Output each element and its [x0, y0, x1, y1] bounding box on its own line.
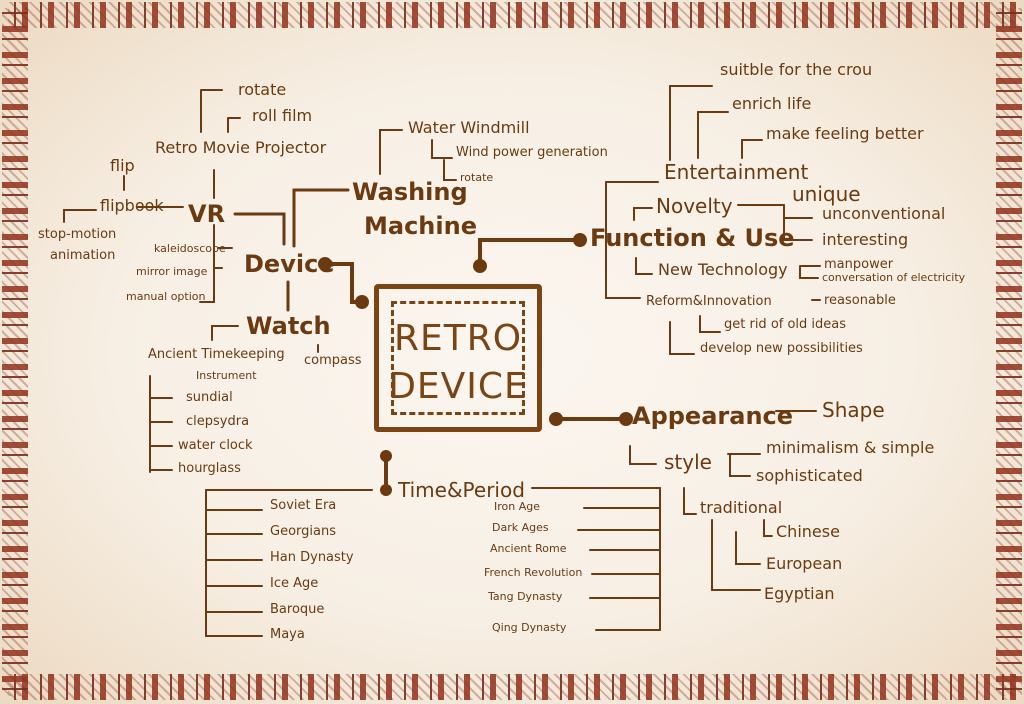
compass-label: compass [304, 353, 362, 368]
ornamental-border-left [2, 8, 28, 696]
wind-power-label: Wind power generation [456, 145, 608, 160]
new-possibilities-label: develop new possibilities [700, 341, 863, 356]
washing-rotate-label: rotate [460, 171, 494, 184]
sophisticated-label: sophisticated [756, 466, 863, 485]
appearance-node: Appearance [632, 402, 794, 430]
period-han-dynasty: Han Dynasty [270, 550, 354, 565]
animation-label: animation [50, 248, 116, 263]
novelty-label: Novelty [656, 194, 733, 218]
minimalism-label: minimalism & simple [766, 438, 935, 457]
period-ice-age: Ice Age [270, 576, 319, 591]
suitble-label: suitble for the crou [720, 60, 873, 79]
period-ancient-rome: Ancient Rome [490, 542, 567, 555]
roll-film-label: roll film [252, 106, 313, 125]
ornamental-border-bottom [8, 674, 1016, 700]
center-title-line2: DEVICE [388, 366, 528, 407]
style-label: style [664, 450, 712, 474]
time-period-node: Time&Period [398, 478, 525, 502]
manual-option-label: manual option [126, 290, 206, 303]
center-title-line1: RETRO [393, 318, 523, 359]
center-dashed-frame [391, 301, 525, 415]
washing-machine-line1: Washing [352, 178, 468, 206]
make-feeling-better-label: make feeling better [766, 124, 924, 143]
new-technology-label: New Technology [658, 260, 788, 279]
period-soviet-era: Soviet Era [270, 498, 337, 513]
washing-machine-line2: Machine [364, 212, 477, 240]
period-tang-dynasty: Tang Dynasty [488, 590, 563, 603]
instrument-label: Instrument [196, 369, 257, 382]
traditional-label: traditional [700, 498, 783, 517]
period-french-revolution: French Revolution [484, 566, 583, 579]
ancient-timekeeping-label: Ancient Timekeeping [148, 347, 285, 362]
flip-label: flip [110, 156, 135, 175]
sundial-label: sundial [186, 390, 233, 405]
european-label: European [766, 554, 843, 573]
unconventional-label: unconventional [822, 204, 946, 223]
device-node: Device [244, 250, 335, 278]
period-georgians: Georgians [270, 524, 336, 539]
water-clock-label: water clock [178, 438, 253, 453]
flipbook-label: flipbook [100, 196, 164, 215]
old-ideas-label: get rid of old ideas [724, 317, 847, 332]
period-baroque: Baroque [270, 602, 325, 617]
reasonable-label: reasonable [824, 293, 896, 308]
ornamental-border-top [8, 2, 1016, 28]
function-use-node: Function & Use [590, 224, 795, 252]
period-qing-dynasty: Qing Dynasty [492, 621, 567, 634]
watch-node: Watch [246, 312, 331, 340]
vr-node: VR [188, 200, 226, 228]
hourglass-label: hourglass [178, 461, 241, 476]
interesting-label: interesting [822, 230, 909, 249]
enrich-life-label: enrich life [732, 94, 812, 113]
water-windmill-label: Water Windmill [408, 118, 530, 137]
ornamental-border-right [996, 8, 1022, 696]
retro-movie-projector-label: Retro Movie Projector [155, 138, 327, 157]
unique-label: unique [792, 182, 861, 206]
stop-motion-label: stop-motion [38, 227, 117, 242]
reform-innovation-label: Reform&Innovation [646, 294, 772, 309]
period-maya: Maya [270, 627, 305, 642]
manpower-label: manpower [824, 257, 894, 272]
mirror-image-label: mirror image [136, 265, 208, 278]
kaleidoscope-label: kaleidoscope [154, 242, 226, 255]
shape-label: Shape [822, 398, 885, 422]
clepsydra-label: clepsydra [186, 414, 250, 429]
entertainment-label: Entertainment [664, 160, 809, 184]
chinese-label: Chinese [776, 522, 840, 541]
center-node: RETRO DEVICE [374, 284, 542, 432]
rotate-label: rotate [238, 80, 287, 99]
egyptian-label: Egyptian [764, 584, 835, 603]
period-iron-age: Iron Age [494, 500, 540, 513]
electricity-label: conversation of electricity [822, 271, 966, 284]
period-dark-ages: Dark Ages [492, 521, 549, 534]
